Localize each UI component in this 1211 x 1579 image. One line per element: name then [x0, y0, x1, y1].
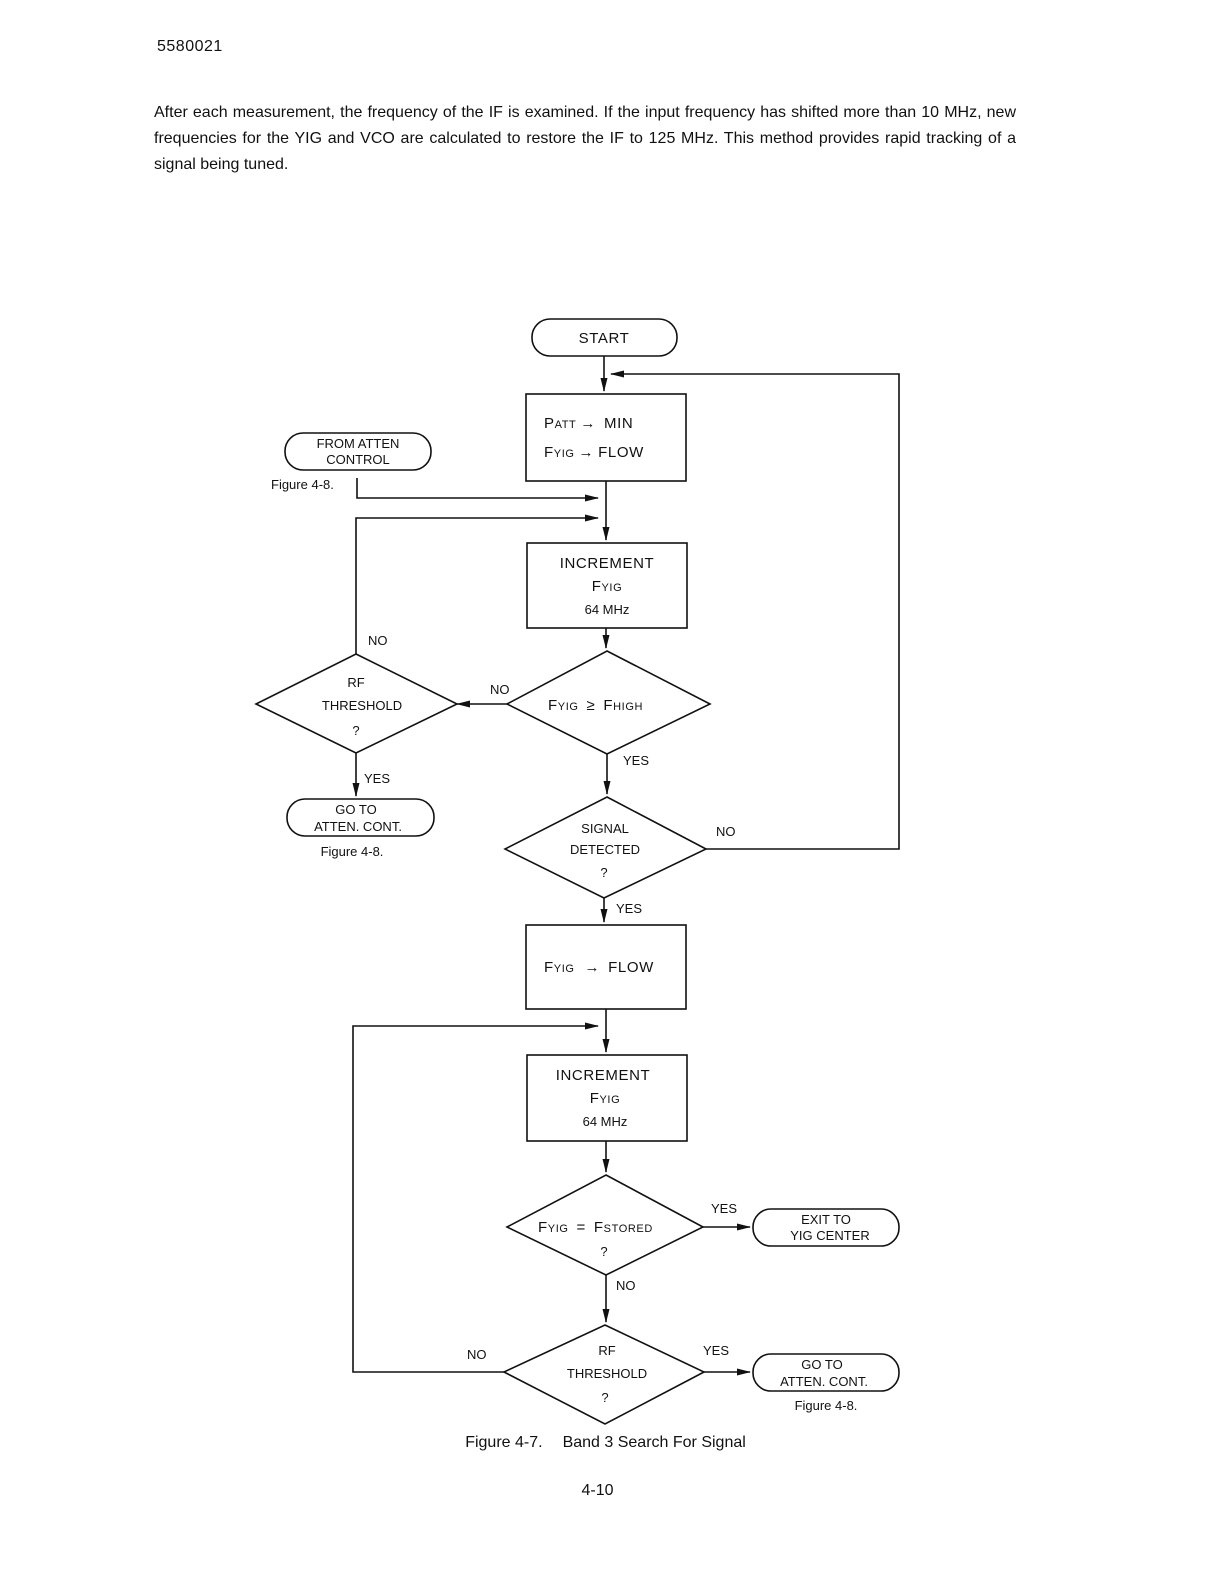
branch-labels: NO NO YES YES NO YES YES NO NO YES [364, 633, 737, 1362]
connector-from-atten [356, 478, 599, 502]
increment-box-2: INCREMENT FYIG 64 MHz [526, 1054, 688, 1142]
goto-atten-2-line-1: GO TO [801, 1357, 842, 1372]
connector-lines [352, 352, 900, 1376]
rf2-line-3: ? [601, 1390, 608, 1405]
increment-box-1: INCREMENT FYIG 64 MHz [526, 542, 688, 629]
label-no-signal: NO [716, 824, 736, 839]
label-yes-stored: YES [711, 1201, 737, 1216]
increment-2-line-2: FYIG [590, 1090, 621, 1107]
label-no-stored: NO [616, 1278, 636, 1293]
from-atten-figure-ref: Figure 4-8. [271, 477, 334, 492]
figure-caption: Figure 4-7. Band 3 Search For Signal [0, 1434, 1211, 1452]
increment-2-line-3: 64 MHz [583, 1114, 628, 1129]
compare-stored-label: FYIG=FSTORED [538, 1219, 653, 1236]
compare-high-label: FYIG≥FHIGH [548, 697, 643, 714]
from-atten-line-2: CONTROL [326, 452, 390, 467]
label-no-rf1-loop: NO [368, 633, 388, 648]
init-line-1: PATT→MIN [544, 415, 633, 432]
decision-rf-threshold-1: RF THRESHOLD ? [254, 653, 459, 754]
from-atten-control-terminal: FROM ATTEN CONTROL Figure 4-8. [271, 432, 432, 492]
increment-2-line-1: INCREMENT [556, 1067, 651, 1084]
set-low-process-box: FYIG→FLOW [525, 924, 687, 1010]
intro-paragraph: After each measurement, the frequency of… [154, 104, 1016, 173]
label-yes-rf2: YES [703, 1343, 729, 1358]
figure-number: Figure 4-7. [465, 1434, 543, 1451]
increment-1-line-2: FYIG [592, 578, 623, 595]
label-yes-high: YES [623, 753, 649, 768]
increment-1-line-1: INCREMENT [560, 555, 655, 572]
signal-line-2: DETECTED [570, 842, 640, 857]
label-yes-signal: YES [616, 901, 642, 916]
exit-line-1: EXIT TO [801, 1212, 851, 1227]
page-number: 4-10 [581, 1482, 614, 1499]
init-process-box: PATT→MIN FYIG→FLOW [525, 393, 687, 482]
rf1-line-3: ? [352, 723, 359, 738]
exit-line-2: YIG CENTER [790, 1228, 869, 1243]
goto-atten-1-line-2: ATTEN. CONT. [314, 819, 402, 834]
from-atten-line-1: FROM ATTEN [317, 436, 400, 451]
exit-yig-center-terminal: EXIT TO YIG CENTER [752, 1208, 900, 1247]
connector-rf1-no-loop [355, 514, 599, 654]
decision-compare-stored: FYIG=FSTORED ? [505, 1174, 705, 1276]
goto-atten-1-figure-ref: Figure 4-8. [321, 844, 384, 859]
rf1-line-1: RF [347, 675, 364, 690]
goto-atten-1-line-1: GO TO [335, 802, 376, 817]
connector-rf2-no-loop [352, 1022, 599, 1373]
start-terminal: START [531, 318, 678, 357]
decision-signal-detected: SIGNAL DETECTED ? [503, 796, 708, 899]
label-no-high: NO [490, 682, 510, 697]
label-yes-rf1: YES [364, 771, 390, 786]
figure-title: Band 3 Search For Signal [562, 1434, 746, 1451]
goto-atten-2-figure-ref: Figure 4-8. [795, 1398, 858, 1413]
connector-signal-no-loop [610, 370, 900, 850]
start-label: START [579, 330, 630, 347]
set-low-label: FYIG→FLOW [544, 959, 654, 976]
document-number: 5580021 [157, 38, 223, 55]
init-line-2: FYIG→FLOW [544, 444, 644, 461]
goto-atten-terminal-2: GO TO ATTEN. CONT. Figure 4-8. [752, 1353, 900, 1413]
goto-atten-2-line-2: ATTEN. CONT. [780, 1374, 868, 1389]
decision-rf-threshold-2: RF THRESHOLD ? [502, 1324, 706, 1425]
compare-stored-q: ? [600, 1244, 607, 1259]
goto-atten-terminal-1: GO TO ATTEN. CONT. Figure 4-8. [286, 798, 435, 859]
increment-1-line-3: 64 MHz [585, 602, 630, 617]
rf1-line-2: THRESHOLD [322, 698, 402, 713]
rf2-line-2: THRESHOLD [567, 1366, 647, 1381]
label-no-rf2: NO [467, 1347, 487, 1362]
signal-line-3: ? [600, 865, 607, 880]
rf2-line-1: RF [598, 1343, 615, 1358]
decision-compare-high: FYIG≥FHIGH [505, 650, 712, 755]
signal-line-1: SIGNAL [581, 821, 629, 836]
